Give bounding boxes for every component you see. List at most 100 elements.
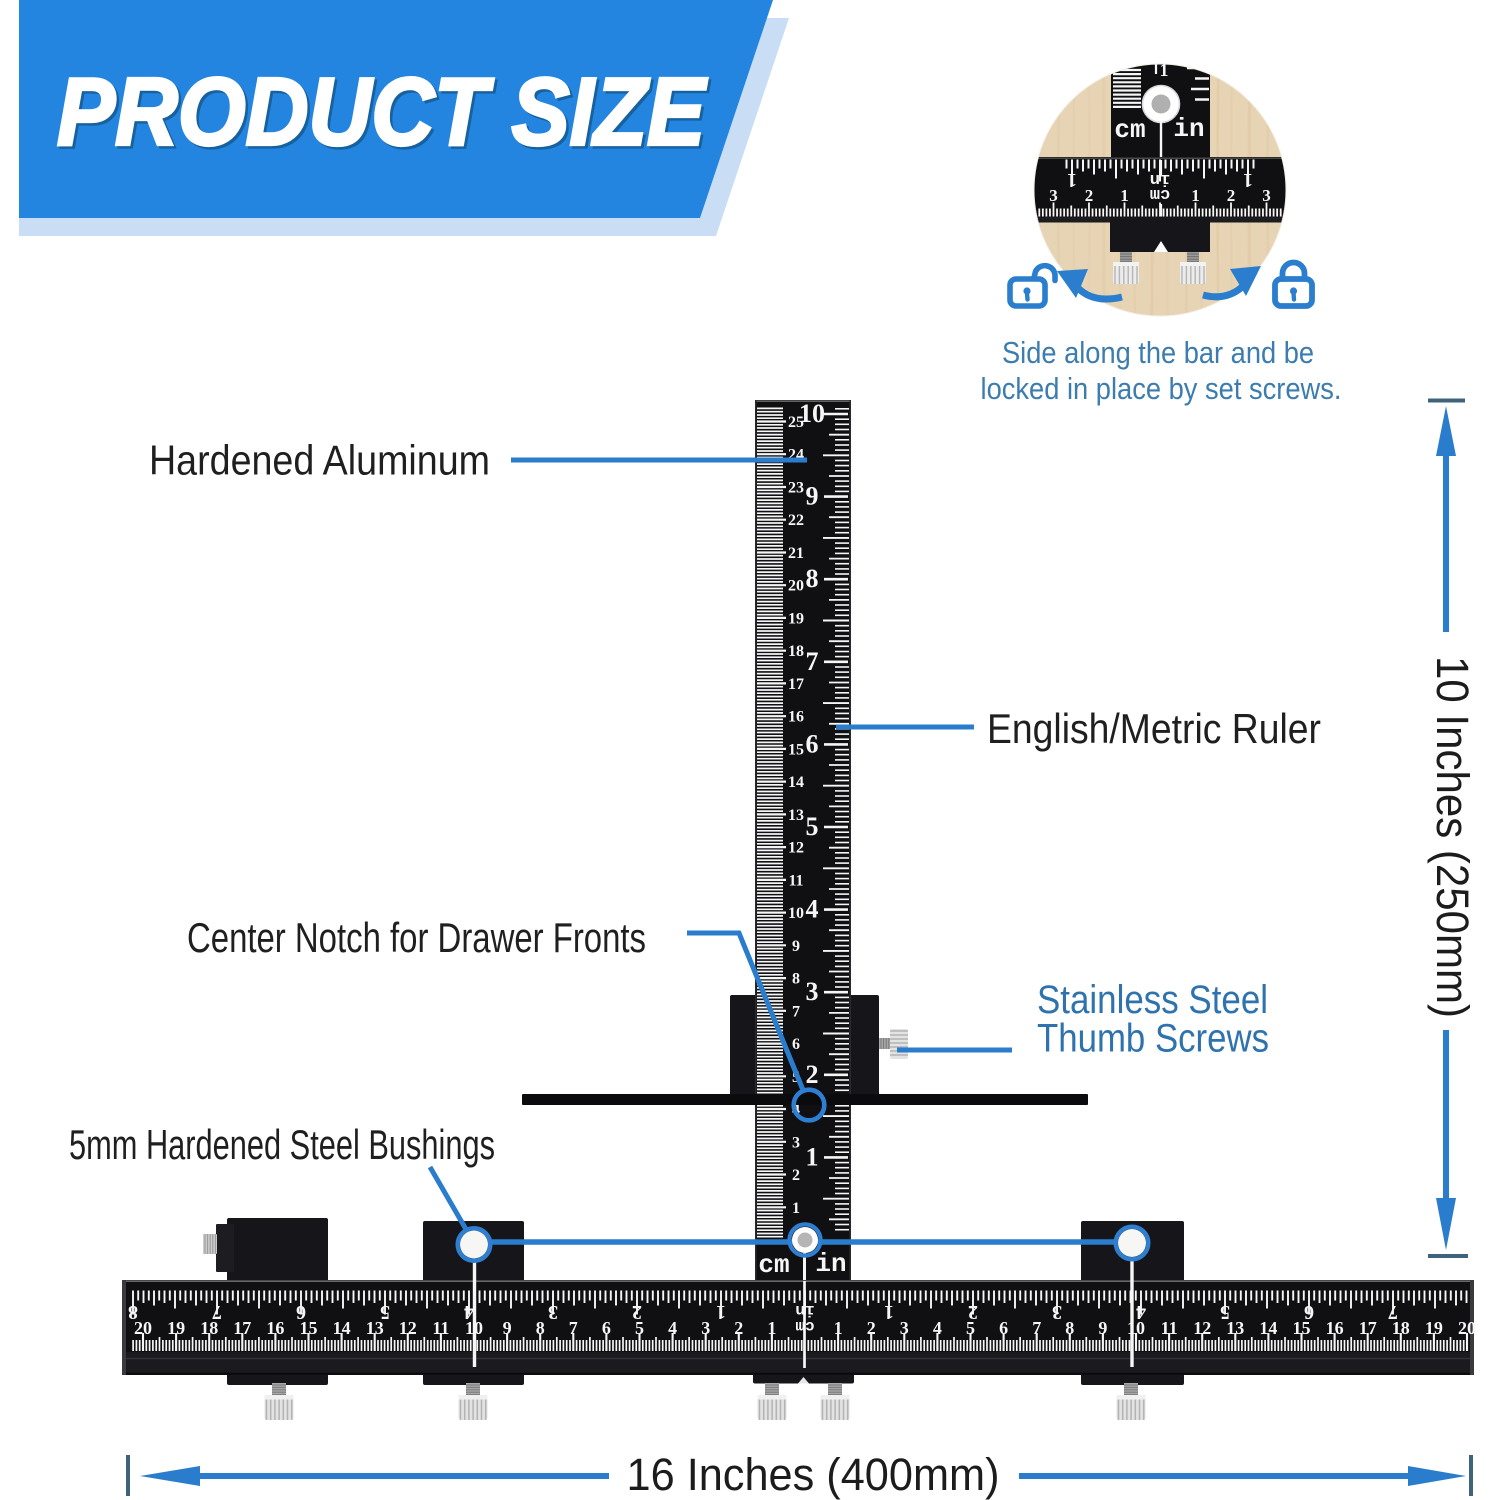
svg-text:Side along the bar and be: Side along the bar and be <box>1002 335 1314 370</box>
svg-text:12: 12 <box>399 1318 417 1338</box>
svg-text:5: 5 <box>1220 1301 1230 1323</box>
svg-text:1: 1 <box>1191 186 1200 205</box>
svg-text:21: 21 <box>788 545 804 562</box>
svg-text:20: 20 <box>134 1318 152 1338</box>
svg-text:8: 8 <box>1065 1318 1074 1338</box>
svg-text:10: 10 <box>1127 1318 1145 1338</box>
svg-text:8: 8 <box>128 1301 138 1323</box>
svg-text:9: 9 <box>503 1318 512 1338</box>
svg-text:18: 18 <box>788 643 804 660</box>
svg-text:cm: cm <box>758 1250 789 1280</box>
svg-text:English/Metric Ruler: English/Metric Ruler <box>987 705 1321 752</box>
svg-text:locked in place by set screws.: locked in place by set screws. <box>981 371 1342 406</box>
svg-text:6: 6 <box>296 1301 306 1323</box>
svg-text:20: 20 <box>788 578 804 595</box>
svg-text:9: 9 <box>792 938 800 955</box>
svg-text:12: 12 <box>1193 1318 1211 1338</box>
svg-text:16: 16 <box>788 709 804 726</box>
svg-text:25: 25 <box>788 414 804 431</box>
svg-text:13: 13 <box>1226 1318 1244 1338</box>
svg-text:3: 3 <box>792 1134 800 1151</box>
svg-text:9: 9 <box>1098 1318 1107 1338</box>
svg-text:5: 5 <box>635 1318 644 1338</box>
svg-text:5: 5 <box>966 1318 975 1338</box>
svg-text:19: 19 <box>1425 1318 1443 1338</box>
svg-text:cm: cm <box>1150 184 1170 203</box>
svg-text:cm: cm <box>795 1317 815 1335</box>
svg-text:7: 7 <box>569 1318 578 1338</box>
svg-text:20: 20 <box>1458 1318 1476 1338</box>
svg-text:23: 23 <box>788 479 804 496</box>
svg-text:14: 14 <box>333 1318 351 1338</box>
svg-text:7: 7 <box>1032 1318 1041 1338</box>
svg-text:6: 6 <box>999 1318 1008 1338</box>
svg-text:17: 17 <box>1359 1318 1377 1338</box>
svg-text:2: 2 <box>792 1167 800 1184</box>
svg-text:1: 1 <box>716 1301 726 1323</box>
svg-text:13: 13 <box>366 1318 384 1338</box>
svg-text:1: 1 <box>767 1318 776 1338</box>
svg-text:11: 11 <box>788 872 803 889</box>
svg-text:9: 9 <box>806 482 819 511</box>
svg-text:1: 1 <box>792 1200 800 1217</box>
svg-text:6: 6 <box>602 1318 611 1338</box>
svg-text:1: 1 <box>1160 60 1169 80</box>
svg-text:7: 7 <box>1388 1301 1398 1323</box>
svg-text:16 Inches (400mm): 16 Inches (400mm) <box>627 1449 1000 1500</box>
svg-text:4: 4 <box>933 1318 942 1338</box>
svg-text:22: 22 <box>788 512 804 529</box>
svg-text:PRODUCT SIZE: PRODUCT SIZE <box>57 59 708 166</box>
svg-text:5mm Hardened Steel Bushings: 5mm Hardened Steel Bushings <box>69 1121 495 1168</box>
svg-text:13: 13 <box>788 807 804 824</box>
svg-text:12: 12 <box>788 840 804 857</box>
svg-text:5: 5 <box>806 812 819 841</box>
svg-text:2: 2 <box>1085 186 1094 205</box>
svg-text:18: 18 <box>1392 1318 1410 1338</box>
svg-text:3: 3 <box>806 977 819 1006</box>
svg-text:6: 6 <box>806 729 819 758</box>
svg-text:14: 14 <box>1259 1318 1277 1338</box>
svg-text:1: 1 <box>834 1318 843 1338</box>
svg-text:7: 7 <box>806 647 819 676</box>
svg-text:10: 10 <box>788 905 804 922</box>
svg-text:17: 17 <box>233 1318 251 1338</box>
svg-text:16: 16 <box>266 1318 284 1338</box>
svg-text:8: 8 <box>806 564 819 593</box>
svg-text:11: 11 <box>1161 1318 1178 1338</box>
svg-text:16: 16 <box>1326 1318 1344 1338</box>
svg-text:2: 2 <box>806 1060 819 1089</box>
svg-text:10: 10 <box>465 1318 483 1338</box>
svg-text:1: 1 <box>1067 169 1077 191</box>
svg-text:in: in <box>795 1301 814 1319</box>
svg-text:4: 4 <box>464 1301 474 1323</box>
svg-text:15: 15 <box>1293 1318 1311 1338</box>
svg-text:8: 8 <box>792 971 800 988</box>
svg-text:6: 6 <box>1304 1301 1314 1323</box>
svg-text:1: 1 <box>806 1142 819 1171</box>
svg-text:4: 4 <box>806 895 819 924</box>
svg-text:1: 1 <box>1243 169 1253 191</box>
svg-text:3: 3 <box>1049 186 1058 205</box>
svg-text:3: 3 <box>548 1301 558 1323</box>
svg-text:2: 2 <box>867 1318 876 1338</box>
svg-text:1: 1 <box>884 1301 894 1323</box>
svg-text:17: 17 <box>788 676 804 693</box>
svg-text:2: 2 <box>632 1301 642 1323</box>
svg-text:Thumb Screws: Thumb Screws <box>1037 1017 1269 1061</box>
svg-text:in: in <box>1173 114 1204 144</box>
svg-text:5: 5 <box>380 1301 390 1323</box>
svg-text:6: 6 <box>792 1036 800 1053</box>
svg-text:in: in <box>1150 169 1170 188</box>
svg-text:4: 4 <box>1136 1301 1146 1323</box>
svg-text:10 Inches (250mm): 10 Inches (250mm) <box>1427 656 1478 1018</box>
svg-text:2: 2 <box>734 1318 743 1338</box>
svg-text:Hardened Aluminum: Hardened Aluminum <box>149 437 490 484</box>
svg-text:in: in <box>815 1249 846 1279</box>
svg-text:7: 7 <box>792 1003 800 1020</box>
svg-text:10: 10 <box>799 399 825 428</box>
svg-text:19: 19 <box>788 610 804 627</box>
svg-text:3: 3 <box>1052 1301 1062 1323</box>
svg-text:2: 2 <box>968 1301 978 1323</box>
svg-text:8: 8 <box>536 1318 545 1338</box>
svg-text:7: 7 <box>212 1301 222 1323</box>
